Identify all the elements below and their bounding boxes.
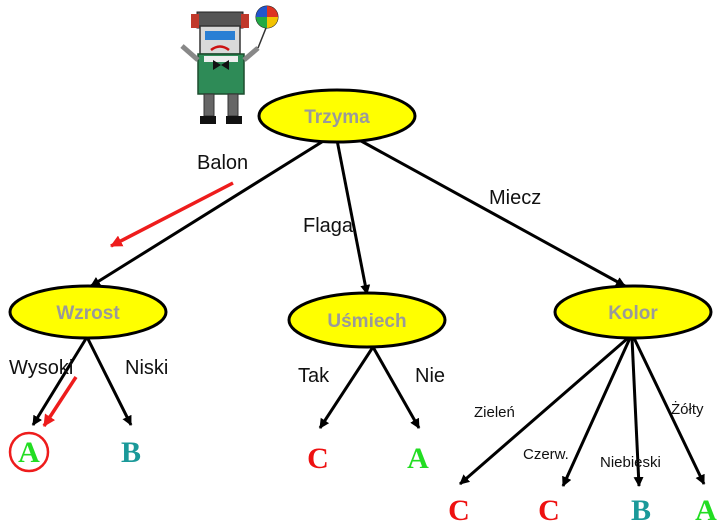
edge-label-zielen: Zieleń	[474, 404, 515, 421]
node-root-label: Trzyma	[304, 107, 370, 128]
highlight-path	[42, 181, 234, 427]
tree-edges	[31, 134, 706, 487]
edge-label-zolty: Żółty	[671, 400, 704, 418]
edge-tak	[318, 346, 375, 429]
leaf-niski: B	[121, 436, 141, 469]
leaf-wysoki: A	[18, 436, 40, 469]
node-usmiech: Uśmiech	[287, 291, 447, 349]
edge-balon	[90, 138, 326, 288]
leaf-czerw: C	[538, 494, 560, 525]
node-kolor-label: Kolor	[608, 303, 658, 324]
edge-label-niski: Niski	[125, 357, 168, 379]
leaf-nie: A	[407, 442, 429, 475]
edge-label-flaga: Flaga	[303, 215, 354, 237]
edge-label-miecz: Miecz	[489, 187, 541, 209]
edge-nie	[371, 346, 421, 429]
edge-miecz	[351, 134, 626, 288]
highlight-arrow-balon	[110, 181, 234, 248]
edge-czerw	[561, 337, 632, 487]
edge-niebieski	[630, 337, 644, 487]
edge-flaga	[335, 139, 371, 295]
node-kolor: Kolor	[553, 284, 713, 340]
edge-label-tak: Tak	[298, 365, 330, 387]
edge-label-balon: Balon	[197, 152, 248, 174]
robot-holding-balloon-icon	[180, 5, 279, 124]
edge-zielen	[459, 336, 629, 486]
node-usmiech-label: Uśmiech	[327, 311, 406, 332]
edge-zolty	[632, 337, 706, 485]
leaf-zielen: C	[448, 494, 470, 525]
highlight-circle-leaf	[8, 431, 50, 473]
edge-label-wysoki: Wysoki	[9, 357, 73, 379]
edge-label-niebieski: Niebieski	[600, 454, 661, 471]
edge-wysoki	[31, 336, 89, 426]
edge-label-czerw: Czerw.	[523, 446, 569, 463]
highlight-arrow-wysoki	[42, 376, 78, 427]
node-wzrost: Wzrost	[8, 284, 168, 340]
leaf-niebieski: B	[631, 494, 651, 525]
leaf-tak: C	[307, 442, 329, 475]
edge-niski	[85, 336, 133, 426]
node-wzrost-label: Wzrost	[56, 303, 120, 324]
node-root: Trzyma	[257, 88, 417, 144]
leaf-zolty: A	[695, 494, 717, 525]
edge-label-nie: Nie	[415, 365, 445, 387]
